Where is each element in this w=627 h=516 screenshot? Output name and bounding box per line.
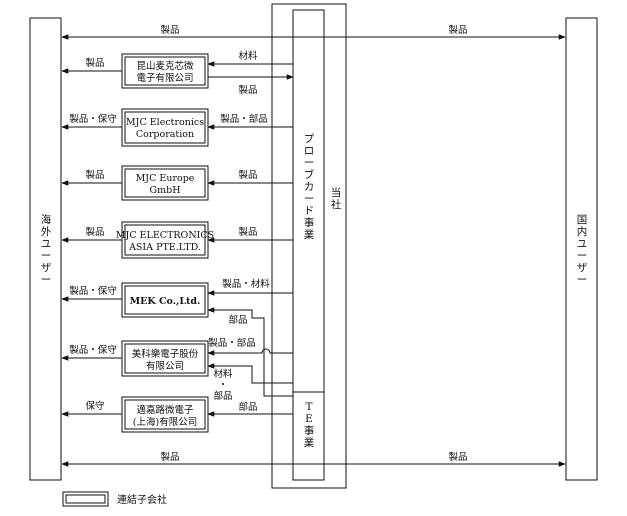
subsidiary-name-line1: 邁嘉路微電子 (136, 404, 194, 416)
flow-label: 部品 (213, 390, 232, 402)
subsidiary-name-line2: Corporation (136, 129, 194, 140)
company-label: 当社 (331, 186, 342, 211)
subsidiary-name-line2: GmbH (150, 185, 181, 196)
flow-label: 製品 (448, 24, 467, 36)
flow-label: 部品 (238, 401, 257, 413)
subsidiary-name-line2: 電子有限公司 (136, 72, 193, 84)
subsidiary-maijialu: 邁嘉路微電子 (上海)有限公司 (121, 396, 209, 433)
flow-label: 製品 (238, 226, 257, 238)
overseas-users-box (29, 17, 62, 481)
vertical-char: ザ (41, 262, 52, 274)
vertical-char: ド (304, 205, 315, 217)
subsidiary-mjc-asia: MJC ELECTRONICS ASIA PTE.LTD. (116, 221, 214, 259)
subsidiary-name-line2: ASIA PTE.LTD. (128, 242, 201, 253)
flow-label: 製品 (85, 169, 104, 181)
flow-label: 部品 (228, 314, 247, 326)
flow-label: 製品・保守 (69, 113, 117, 125)
vertical-char: ユ (577, 238, 588, 250)
flow-label: 製品 (160, 24, 179, 36)
flow-label: 製品・部品 (208, 337, 256, 349)
vertical-char: E (305, 413, 313, 425)
vertical-char: 業 (304, 228, 315, 241)
subsidiary-meikeyue: 美科樂電子股份 有限公司 (121, 340, 209, 377)
vertical-char: 事 (304, 424, 315, 437)
flow-label: 製品・部品 (220, 113, 268, 125)
vertical-char: ー (41, 250, 52, 262)
subsidiary-mek: MEK Co.,Ltd. (121, 282, 209, 318)
legend-swatch-outer (62, 491, 109, 507)
vertical-char: ー (304, 193, 315, 205)
vertical-char: ー (41, 274, 52, 286)
subsidiary-name-line1: MJC Europe (136, 173, 195, 184)
vertical-char: 当 (331, 186, 342, 199)
flow-label: ・ (218, 380, 228, 391)
subsidiary-name-line2: 有限公司 (146, 360, 184, 372)
legend: 連結子会社 (62, 491, 167, 507)
subsidiary-name-line1: MJC Electronics (126, 117, 204, 128)
subsidiary-mjc-electronics: MJC Electronics Corporation (121, 108, 209, 147)
flow-label: 製品 (85, 226, 104, 238)
vertical-char: 内 (577, 225, 588, 238)
subsidiary-name-line1: 昆山麦克芯微 (136, 60, 194, 72)
vertical-char: ザ (577, 262, 588, 274)
vertical-char: 外 (41, 226, 52, 238)
subsidiary-name-line1: 美科樂電子股份 (132, 348, 199, 360)
flow-label: 製品 (238, 169, 257, 181)
company-to-subsidiary-arrows (207, 61, 294, 417)
vertical-char: プ (304, 133, 315, 145)
subsidiary-name-line2: (上海)有限公司 (133, 416, 197, 428)
vertical-char: ユ (41, 238, 52, 250)
vertical-char: ロ (304, 145, 315, 157)
flow-label: 製品 (448, 451, 467, 463)
flow-label: 製品 (238, 84, 257, 96)
vertical-char: ー (304, 157, 315, 169)
vertical-char: カ (304, 181, 315, 193)
flow-label: 保守 (85, 400, 104, 412)
flow-label: 製品・保守 (69, 344, 117, 356)
overseas-users-label: 海外ユーザー (41, 213, 52, 286)
vertical-char: 事 (304, 216, 315, 229)
vertical-char: ブ (304, 168, 315, 181)
vertical-char: 海 (41, 213, 52, 226)
flow-label: 材料 (213, 368, 233, 380)
domestic-users-box (565, 17, 598, 481)
legend-swatch-inner (65, 494, 106, 504)
flow-label: 材料 (238, 50, 258, 62)
probe-card-business-label: プローブカード事業 (304, 133, 315, 241)
flow-label: 製品 (160, 451, 179, 463)
flow-label: 製品・材料 (222, 278, 270, 290)
subsidiary-kunshan: 昆山麦克芯微 電子有限公司 (121, 53, 209, 89)
vertical-char: 国 (577, 214, 588, 226)
vertical-char: T (305, 401, 312, 413)
probe-card-business-box (292, 9, 325, 393)
domestic-users-label: 国内ユーザー (577, 214, 588, 286)
subsidiary-to-overseas-arrows (61, 68, 122, 417)
subsidiary-name-line1: MEK Co.,Ltd. (130, 296, 201, 307)
vertical-char: 業 (304, 436, 315, 449)
vertical-char: 社 (331, 198, 342, 211)
subsidiary-name-line1: MJC ELECTRONICS (116, 230, 214, 241)
vertical-char: ー (577, 274, 588, 286)
subsidiary-mjc-europe: MJC Europe GmbH (121, 165, 209, 201)
flow-label: 製品 (85, 57, 104, 69)
legend-label: 連結子会社 (117, 493, 167, 506)
flow-label: 製品・保守 (69, 285, 117, 297)
vertical-char: ー (577, 250, 588, 262)
